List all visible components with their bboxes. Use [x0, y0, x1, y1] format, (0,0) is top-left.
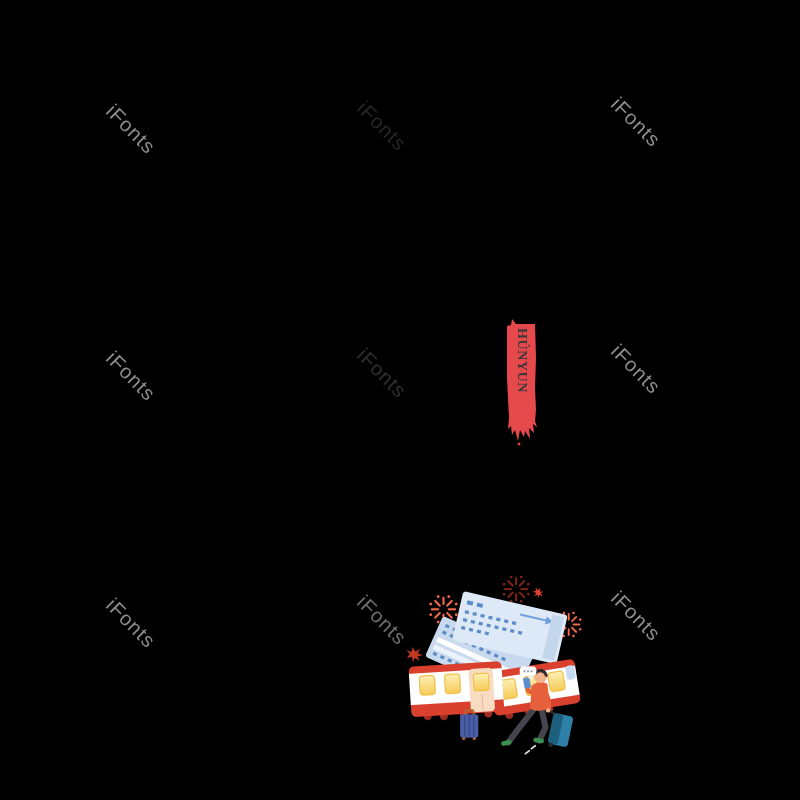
leaf-icon — [404, 644, 425, 664]
brush-stroke-background — [507, 319, 537, 446]
windshield — [565, 665, 576, 680]
watermark-text: iFonts — [101, 347, 160, 406]
back-leg — [536, 705, 549, 744]
vertical-red-banner: HÚNYUN — [503, 318, 540, 446]
spark-icon — [531, 586, 545, 599]
watermark-text: iFonts — [101, 594, 160, 653]
hair — [533, 668, 548, 677]
torso — [530, 681, 551, 711]
watermark-text: iFonts — [606, 93, 665, 152]
train-windows-left — [418, 673, 462, 696]
motion-ticks — [524, 744, 537, 755]
train-car-left — [408, 661, 505, 721]
traveler — [501, 668, 552, 746]
travel-illustration — [404, 576, 583, 755]
brush-stroke-shape — [507, 319, 537, 441]
watermark-text: iFonts — [352, 97, 411, 156]
speech-bubble — [519, 666, 537, 679]
watermark-text: iFonts — [101, 100, 160, 159]
watermark-text: iFonts — [606, 587, 665, 646]
rolling-suitcase — [546, 708, 574, 747]
banner-label: HÚNYUN — [514, 328, 530, 394]
firework-dark-red-icon — [501, 576, 531, 604]
watermark-text: iFonts — [352, 344, 411, 403]
watermark-text: iFonts — [606, 340, 665, 399]
phone — [523, 677, 531, 689]
shoe — [533, 737, 544, 744]
ticket-front — [452, 591, 568, 664]
train-door — [468, 667, 495, 713]
small-suitcase — [460, 709, 479, 740]
brush-drip — [517, 442, 521, 446]
front-leg — [505, 704, 539, 746]
shoe — [501, 739, 512, 746]
